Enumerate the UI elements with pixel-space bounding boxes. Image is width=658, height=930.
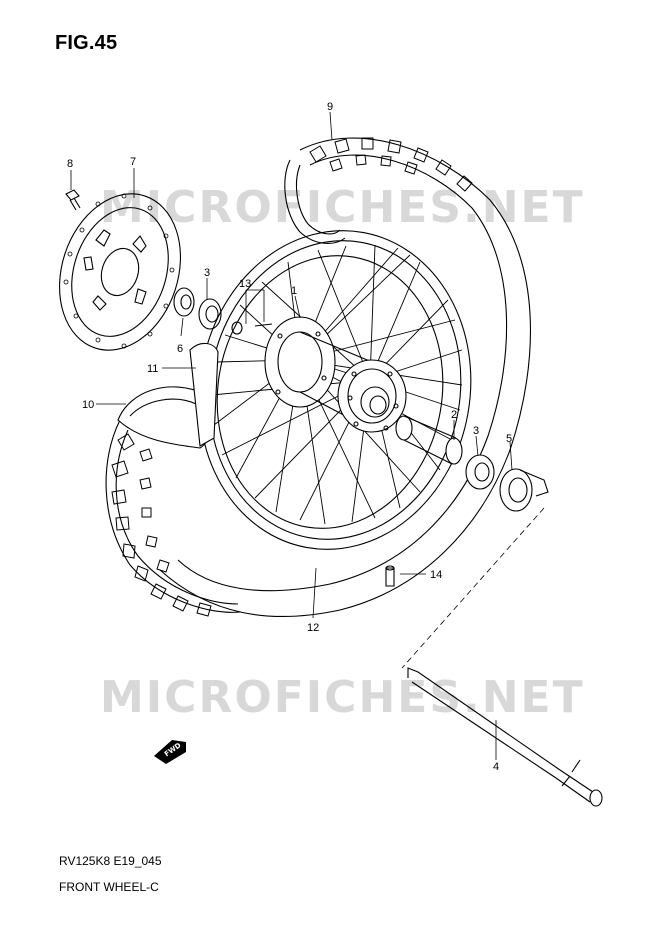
callout-10: 10 [82, 399, 94, 411]
model-code: RV125K8 E19_045 [59, 854, 162, 868]
spacer-left [173, 287, 195, 317]
callout-14: 14 [430, 569, 442, 581]
figure-title: FIG.45 [55, 32, 118, 54]
callout-4: 4 [493, 761, 499, 773]
callout-11: 11 [147, 363, 158, 375]
callout-2: 2 [451, 409, 457, 421]
callout-12: 12 [307, 622, 319, 634]
front-axle [407, 667, 603, 807]
rim [198, 230, 472, 550]
brake-disc [59, 193, 181, 351]
speedometer-gearbox [499, 468, 549, 512]
tire [105, 137, 531, 618]
disc-cover [117, 342, 219, 449]
callout-7: 7 [130, 156, 136, 168]
hub [264, 316, 407, 433]
callout-3-left: 3 [204, 267, 210, 279]
callout-8: 8 [67, 158, 73, 170]
fwd-arrow-icon: FWD [154, 740, 186, 764]
callout-9: 9 [327, 101, 333, 113]
disc-bolt [65, 189, 81, 211]
bearing-right [465, 454, 495, 490]
callout-13: 13 [239, 278, 251, 290]
callout-1: 1 [291, 285, 297, 297]
callout-5: 5 [506, 433, 512, 445]
callout-6: 6 [177, 343, 183, 355]
bearing-left [198, 298, 222, 330]
leader-lines [70, 111, 545, 760]
watermark-top: MICROFICHES.NET [100, 182, 585, 233]
inner-tube [284, 159, 346, 244]
valve [385, 565, 395, 587]
callout-3-right: 3 [473, 425, 479, 437]
axle-spacer [395, 415, 463, 465]
figure-name: FRONT WHEEL-C [59, 880, 159, 894]
watermark-bottom: MICROFICHES.NET [100, 672, 585, 723]
dust-seal-parts [231, 321, 273, 335]
